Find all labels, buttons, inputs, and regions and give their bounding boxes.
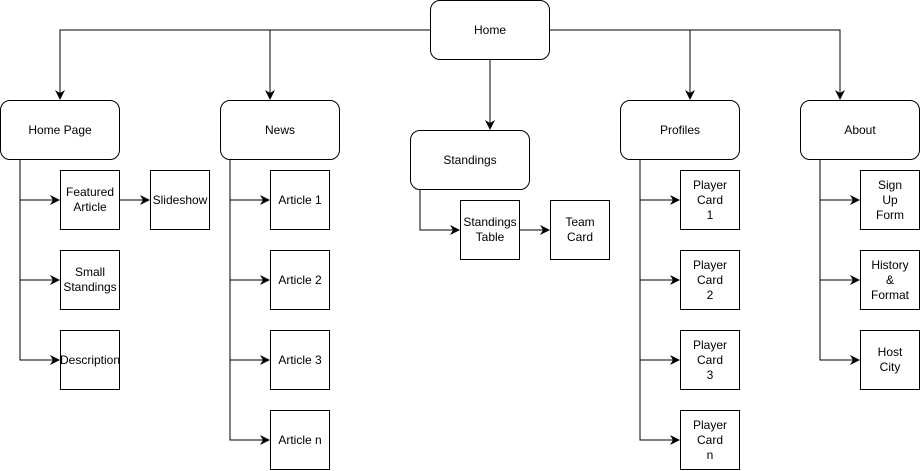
node-player-card-2: Player Card 2 — [680, 250, 740, 310]
node-history-format: History & Format — [860, 250, 920, 310]
edge-homepage-featured — [19, 160, 60, 205]
node-standings-table: Standings Table — [460, 200, 520, 260]
node-article-n: Article n — [270, 410, 330, 470]
node-host-city: Host City — [860, 330, 920, 390]
edge-about-history — [819, 200, 860, 285]
edge-about-hostcity — [819, 280, 860, 365]
edge-home-homepage — [55, 29, 430, 100]
node-home-page: Home Page — [0, 100, 120, 160]
edge-home-about — [690, 29, 845, 100]
node-about: About — [800, 100, 920, 160]
node-article-3: Article 3 — [270, 330, 330, 390]
node-article-1: Article 1 — [270, 170, 330, 230]
node-team-card: Team Card — [550, 200, 610, 260]
edge-home-profiles — [550, 29, 695, 100]
edge-profiles-card1 — [639, 160, 680, 205]
edge-profiles-cardn — [639, 360, 680, 445]
node-profiles: Profiles — [620, 100, 740, 160]
node-article-2: Article 2 — [270, 250, 330, 310]
node-standings: Standings — [410, 130, 530, 190]
node-sign-up-form: Sign Up Form — [860, 170, 920, 230]
node-player-card-3: Player Card 3 — [680, 330, 740, 390]
node-player-card-1: Player Card 1 — [680, 170, 740, 230]
node-description: Description — [60, 330, 120, 390]
edge-about-signup — [819, 160, 860, 205]
edge-homepage-small-standings — [19, 200, 60, 285]
edge-news-article3 — [229, 280, 270, 365]
edge-news-article2 — [229, 200, 270, 285]
node-home: Home — [430, 0, 550, 60]
edge-news-articlen — [229, 360, 270, 445]
edge-homepage-description — [19, 280, 60, 365]
node-news: News — [220, 100, 340, 160]
edge-profiles-card2 — [639, 200, 680, 285]
edge-news-article1 — [229, 160, 270, 205]
node-featured-article: Featured Article — [60, 170, 120, 230]
node-slideshow: Slideshow — [150, 170, 210, 230]
node-player-card-n: Player Card n — [680, 410, 740, 470]
edge-profiles-card3 — [639, 280, 680, 365]
node-small-standings: Small Standings — [60, 250, 120, 310]
edge-standings-table — [419, 190, 460, 235]
